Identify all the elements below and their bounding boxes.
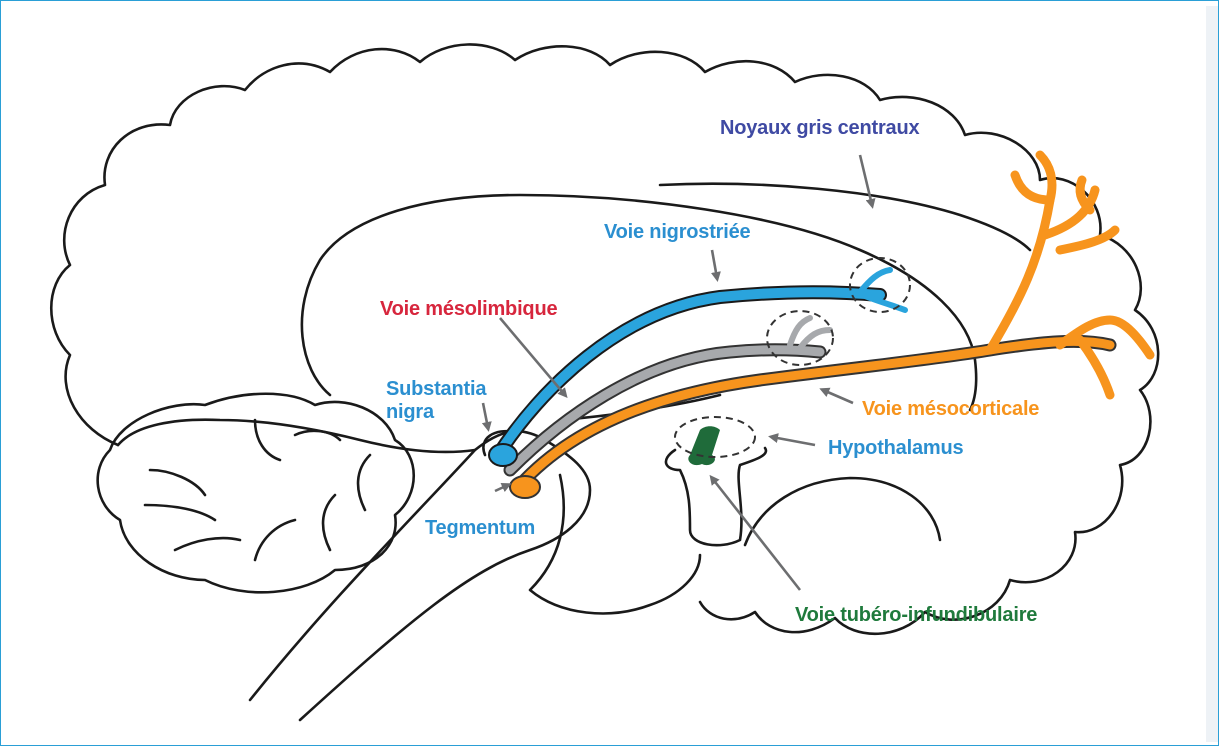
arrow-hypothalamus (772, 437, 815, 445)
label-noyaux-gris-centraux: Noyaux gris centraux (720, 118, 919, 138)
temporal-inner (745, 478, 940, 545)
label-voie-mesolimbique: Voie mésolimbique (380, 299, 557, 319)
label-nigrostriee-text: Voie nigrostriée (604, 221, 750, 243)
mesolimbique-terminal (790, 318, 830, 348)
label-tubero-text: Voie tubéro-infundibulaire (795, 604, 1037, 626)
label-tegmentum-text: Tegmentum (425, 517, 535, 539)
tegmentum-node (510, 476, 540, 498)
temporal-boundary (118, 420, 475, 452)
label-hypothalamus: Hypothalamus (828, 438, 963, 458)
tubero-pathway (688, 426, 720, 465)
arrow-nigrostriee (712, 250, 717, 278)
mesocorticale-terminal-tree (990, 155, 1150, 395)
label-substantia-text: Substantia nigra (386, 378, 486, 422)
cerebellum-folds (145, 420, 370, 560)
arrow-tegmentum (495, 485, 508, 491)
arrow-mesolimbique (500, 318, 565, 395)
label-voie-nigrostriee: Voie nigrostriée (604, 222, 750, 242)
label-mesocorticale-text: Voie mésocorticale (862, 398, 1039, 420)
label-tegmentum: Tegmentum (425, 518, 535, 538)
label-voie-mesocorticale: Voie mésocorticale (862, 399, 1039, 419)
label-hypothalamus-text: Hypothalamus (828, 437, 963, 459)
label-substantia-nigra: Substantia nigra (386, 356, 486, 423)
label-voie-tubero-infundibulaire: Voie tubéro-infundibulaire (795, 605, 1037, 625)
substantia-nigra-node (489, 444, 517, 466)
label-mesolimbique-text: Voie mésolimbique (380, 298, 557, 320)
temporal-lower (530, 475, 700, 613)
label-noyaux-text: Noyaux gris centraux (720, 117, 919, 139)
arrow-mesocorticale (823, 390, 853, 403)
arrow-noyaux (860, 155, 872, 205)
